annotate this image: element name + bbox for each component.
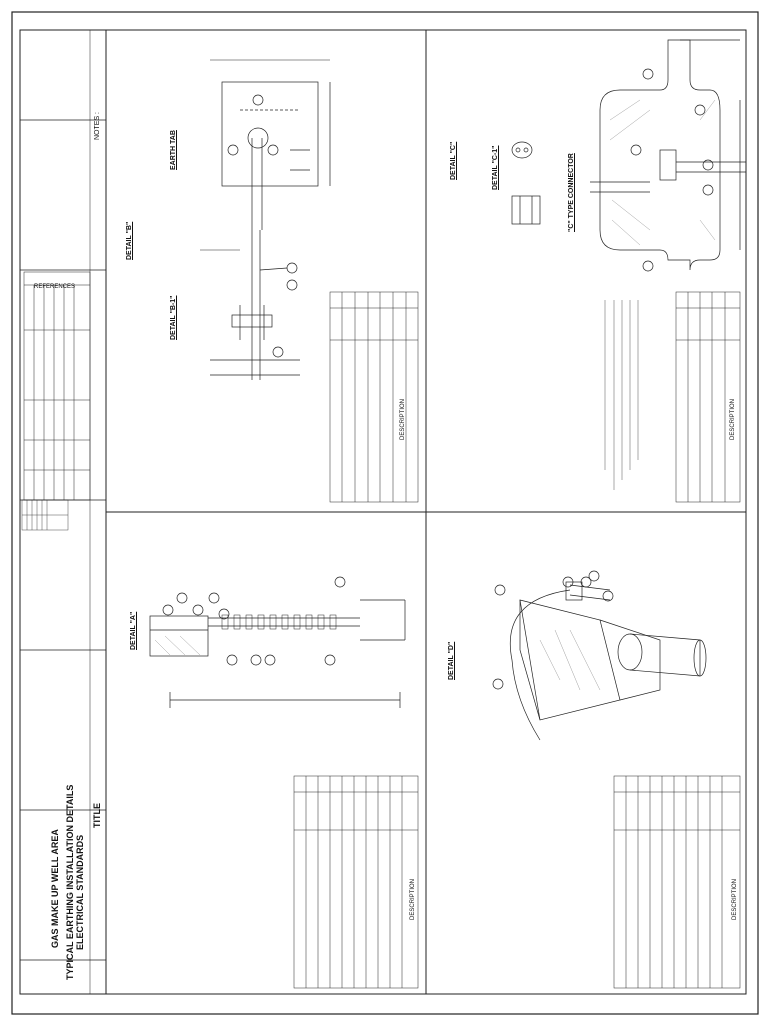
title-line-1: TYPICAL EARTHING INSTALLATION DETAILS [65,784,75,980]
detail-b1-drawing [200,230,300,380]
detail-c-label: DETAIL "C" [450,141,457,180]
table-top-left [329,291,419,503]
detail-b-label: DETAIL "B" [126,221,133,260]
detail-a-hatch [154,635,201,656]
table-bottom-right [613,775,741,989]
detail-a-label: DETAIL "A" [130,611,137,650]
title-line-2: ELECTRICAL STANDARDS [75,834,85,950]
detail-b1-label: DETAIL "B-1" [170,295,177,341]
earth-tab-label: EARTH TAB [170,130,177,170]
table-bottom-left [293,775,419,989]
revision-grid [21,499,69,531]
detail-c1-label: DETAIL "C-1" [492,145,499,191]
title-label: TITLE [92,803,102,828]
table-top-right [675,291,741,503]
detail-c1-drawing [511,141,541,225]
detail-d-label: DETAIL "D" [448,641,455,680]
references-label: REFERENCES [34,284,76,290]
c-connector-drawing [590,39,746,272]
table-header-top-right: DESCRIPTION [730,398,736,440]
earth-tab-drawing [210,59,331,230]
detail-d-drawing [492,570,707,741]
outer-border [11,11,759,1015]
table-header-bottom-right: DESCRIPTION [732,878,738,920]
detail-d-hatch [539,629,601,691]
table-header-top-left: DESCRIPTION [400,398,406,440]
c-connector-label: "C" TYPE CONNECTOR [568,153,575,232]
c-connector-hatch [609,99,716,246]
notes-label: NOTES : [94,111,101,140]
title-line-3: GAS MAKE UP WELL AREA [50,829,60,948]
notes-top-right-lines [604,300,639,490]
table-header-bottom-left: DESCRIPTION [410,878,416,920]
detail-a-bolts [221,614,337,630]
references-grid [23,271,91,501]
detail-a-drawing [149,576,406,708]
